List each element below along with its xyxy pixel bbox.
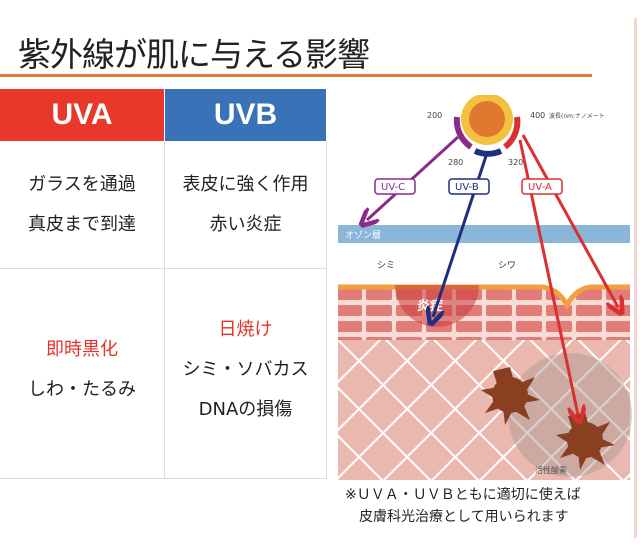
footnote-line: ※ＵＶＡ・ＵＶＢともに適切に使えば bbox=[345, 487, 581, 503]
wl-280: 280 bbox=[448, 158, 463, 167]
radicals-label: 活性酸素 bbox=[535, 465, 567, 475]
wavelength-unit: 波長(nm:ナノメート bbox=[549, 112, 605, 120]
uva-header: UVA bbox=[0, 89, 164, 141]
cell-text: ガラスを通過 bbox=[28, 174, 136, 195]
right-border bbox=[634, 18, 637, 538]
uva-badge: UV-A bbox=[528, 182, 552, 193]
spot-label: シミ bbox=[377, 261, 395, 271]
ozone-label: オゾン層 bbox=[345, 230, 381, 241]
uv-skin-diagram: 炎症 活性酸素 オゾン層 シミ シワ 200 280 320 400 波長(nm… bbox=[338, 95, 632, 480]
ozone-layer bbox=[338, 225, 630, 243]
wl-320: 320 bbox=[508, 158, 523, 167]
divider bbox=[0, 268, 326, 269]
uva-cell-2: 即時黒化 しわ・たるみ bbox=[0, 270, 164, 470]
uvb-cell-1: 表皮に強く作用 赤い炎症 bbox=[165, 150, 326, 260]
title-underline bbox=[0, 74, 592, 77]
wl-400: 400 bbox=[530, 111, 545, 120]
sun-icon bbox=[461, 95, 513, 145]
cell-text-highlight: 日焼け bbox=[218, 319, 273, 340]
cell-text: 表皮に強く作用 bbox=[182, 174, 309, 195]
free-radical-icon bbox=[481, 367, 615, 470]
uvb-badge: UV-B bbox=[455, 182, 479, 193]
cell-text: しわ・たるみ bbox=[28, 379, 136, 400]
cell-text: 赤い炎症 bbox=[209, 214, 282, 235]
uvb-header: UVB bbox=[165, 89, 326, 141]
footnote-line: 皮膚科光治療として用いられます bbox=[359, 509, 569, 525]
uva-cell-1: ガラスを通過 真皮まで到達 bbox=[0, 150, 164, 260]
wl-200: 200 bbox=[427, 111, 442, 120]
uvc-badge: UV-C bbox=[381, 182, 405, 193]
footnote: ※ＵＶＡ・ＵＶＢともに適切に使えば 皮膚科光治療として用いられます bbox=[345, 484, 581, 528]
divider bbox=[326, 141, 327, 479]
epidermis bbox=[338, 287, 630, 340]
wrinkle-label: シワ bbox=[498, 261, 516, 271]
cell-text-highlight: 即時黒化 bbox=[46, 339, 118, 360]
cell-text: シミ・ソバカス bbox=[182, 359, 309, 380]
page-title: 紫外線が肌に与える影響 bbox=[18, 35, 370, 74]
cell-text: 真皮まで到達 bbox=[28, 214, 136, 235]
divider bbox=[164, 141, 165, 479]
cell-text: DNAの損傷 bbox=[198, 399, 293, 420]
uvb-cell-2: 日焼け シミ・ソバカス DNAの損傷 bbox=[165, 270, 326, 470]
skin-surface bbox=[338, 284, 630, 311]
divider bbox=[0, 478, 326, 479]
